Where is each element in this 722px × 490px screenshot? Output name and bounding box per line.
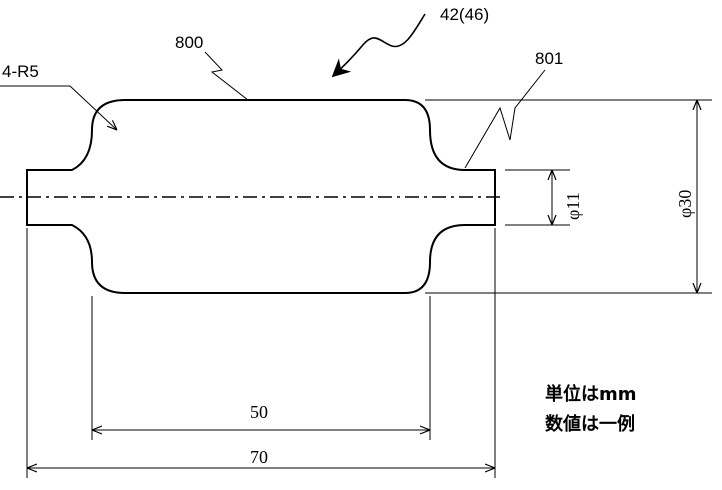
note-example: 数値は一例 [545, 413, 635, 435]
part-801-label: 801 [535, 49, 563, 68]
dim-50-label: 50 [250, 402, 268, 422]
part-800-label: 800 [175, 33, 203, 52]
leader-lines [0, 52, 545, 168]
assembly-ref-label: 42(46) [440, 5, 489, 24]
radius-label: 4-R5 [2, 62, 39, 81]
dim-70-label: 70 [250, 447, 268, 467]
dim-phi11-label: φ11 [563, 192, 583, 220]
assembly-arrow [333, 14, 425, 76]
dim-phi30-label: φ30 [675, 190, 695, 218]
note-unit: 単位はmm [545, 383, 637, 405]
